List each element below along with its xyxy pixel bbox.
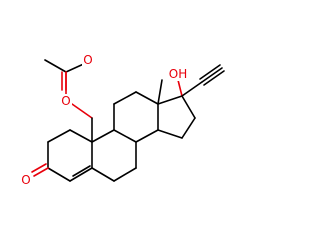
bond-layer — [31, 59, 225, 182]
atom-hydroxyl: OH — [169, 67, 187, 81]
bond-b4 — [113, 167, 137, 182]
bond-c2 — [113, 91, 137, 105]
bond-d4 — [157, 129, 183, 139]
structural-formula: O O O OH — [20, 53, 225, 187]
bond-ester-o-ch2 — [71, 103, 93, 119]
atom-oxygen-acetyl-carbonyl: O — [83, 53, 92, 67]
bond-d3 — [181, 117, 196, 139]
bond-acetyl-methyl — [44, 59, 67, 73]
atom-oxygen-ester: O — [61, 94, 70, 108]
atom-label-layer: O O O OH — [20, 53, 188, 187]
bond-c17-oh — [177, 79, 183, 97]
bond-a2 — [47, 129, 71, 143]
bond-ethynyl-triple-a — [201, 67, 223, 83]
bond-ketone-2 — [31, 163, 47, 173]
bond-b2 — [113, 129, 137, 143]
bond-c3 — [135, 91, 159, 105]
bond-ketone-1 — [33, 167, 49, 177]
bond-d2 — [181, 95, 196, 119]
bond-c5 — [135, 129, 159, 143]
bond-c13-methyl — [157, 79, 163, 105]
bond-ethynyl-triple-c — [203, 70, 225, 86]
bond-d1 — [157, 95, 183, 105]
bond-b1 — [91, 129, 115, 143]
bond-a5-double — [72, 165, 91, 177]
bond-a5 — [69, 167, 93, 182]
bond-a4 — [47, 167, 71, 182]
bond-a1 — [69, 129, 93, 143]
bond-b5 — [91, 167, 115, 182]
bond-ethynyl-1 — [181, 81, 203, 97]
atom-oxygen-ketone: O — [21, 173, 30, 187]
bond-ethynyl-triple-b — [199, 64, 221, 80]
